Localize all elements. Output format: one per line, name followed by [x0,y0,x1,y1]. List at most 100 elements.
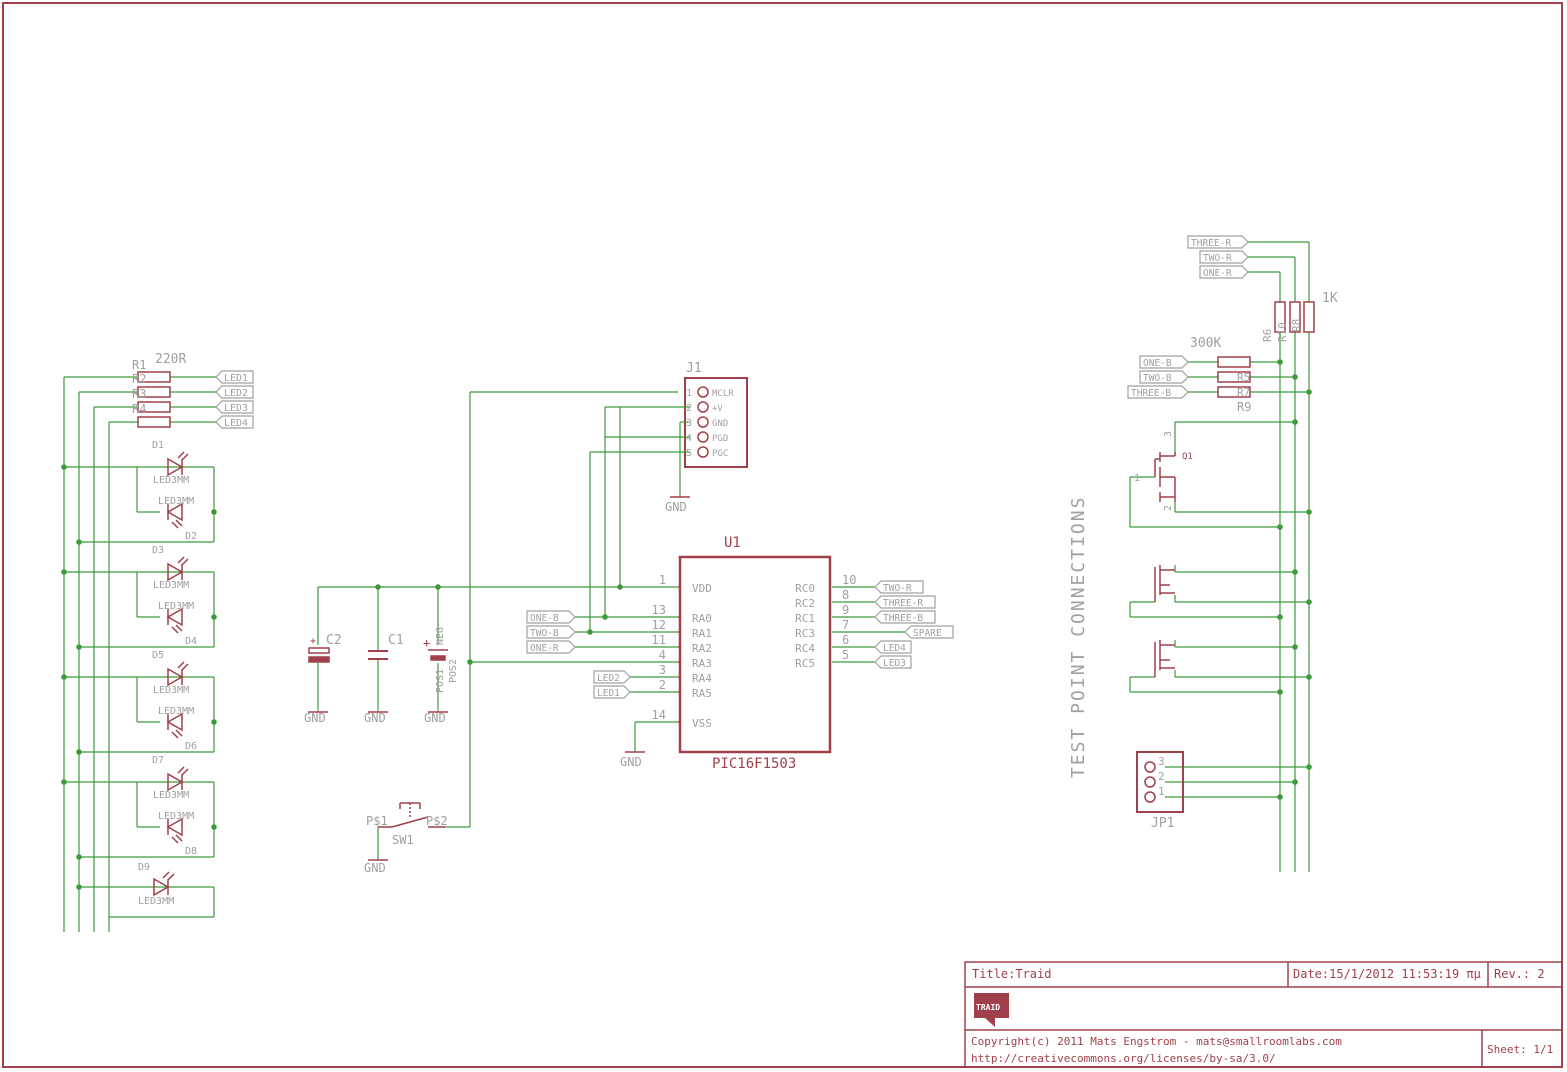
mcu-gnd: GND [620,755,642,769]
rev-text: Rev.: 2 [1494,967,1545,981]
led-top-package: LED3MM [153,790,189,801]
mcu-right-pin-name: RC0 [795,582,815,595]
net-label-three-r-test: THREE-R [1187,235,1249,249]
mcu-left-pin-name: RA3 [692,657,712,670]
capacitor-c1 [368,650,388,660]
net-label-led1-text: LED1 [597,688,620,699]
led-top-package: LED3MM [153,685,189,696]
mcu-right-pin-name: RC3 [795,627,815,640]
q1-pin-3: 3 [1163,431,1174,437]
battery-pos2-label: POS2 [448,659,459,683]
net-label-led3: LED3 [224,403,248,414]
j1-pin-number: 3 [686,418,692,429]
mcu-left-pin-name: RA5 [692,687,712,700]
battery-plus: + [423,636,430,650]
led-bottom-name: D2 [185,531,197,542]
mcu-part: PIC16F1503 [712,756,796,772]
led-d9: D9 LED3MM [76,862,215,918]
date-text: Date:15/1/2012 11:53:19 πμ [1293,967,1481,981]
gnd-switch: GND [364,861,386,875]
transistor-q1 [1154,452,1176,502]
mcu-left-pin-name: RA4 [692,672,712,685]
net-label-three-b: THREE-B [874,610,936,624]
power-section: + C2 C1 + NEG POS1 POS2 GND GND GND GND [304,391,678,875]
led-resistors [137,371,171,428]
resistor-r2-name: R2 [132,372,146,386]
net-label-three-r-text: THREE-R [883,598,923,609]
led-top-name: D3 [152,545,164,556]
test-heading: TEST POINT CONNECTIONS [1068,496,1089,778]
sheet-text: Sheet: 1/1 [1487,1043,1553,1056]
net-label-one-b-text: ONE-B [530,613,559,624]
net-label-led2: LED2 [224,388,248,399]
mcu-right-pin-number: 6 [842,633,849,647]
net-label-one-r-text: ONE-R [530,643,559,654]
net-label-spare: SPARE [904,625,954,639]
j1-pin-label: PGD [712,434,728,444]
gnd-c1: GND [364,711,386,725]
j1-pin-label: PGC [712,449,728,459]
net-label-led1: LED1 [224,373,248,384]
switch-pin1: P$1 [366,814,388,828]
j1-name: J1 [686,361,702,376]
led-bottom-name: D8 [185,846,197,857]
q1-name: Q1 [1182,452,1193,462]
capacitor-c2 [308,647,330,663]
led-d9-package: LED3MM [138,896,174,907]
net-label-led3-text: LED3 [883,658,906,669]
j1-pin-label: +V [712,404,723,414]
net-label-led2-text: LED2 [597,673,620,684]
license-text: http://creativecommons.org/licenses/by-s… [971,1052,1276,1065]
net-label-three-b-test: THREE-B [1127,385,1189,399]
led-bottom-package: LED3MM [158,811,194,822]
mcu-right-pin-name: RC5 [795,657,815,670]
mcu-left-pin-name: VDD [692,582,712,595]
led-resistor-value: 220R [155,352,186,367]
battery [428,649,448,661]
resistor-r4-name: R4 [132,402,146,416]
led-bottom-package: LED3MM [158,601,194,612]
mcu-left-pin-name: RA0 [692,612,712,625]
r-mid-name-2: R9 [1237,400,1251,414]
net-label-one-r-test-text: ONE-R [1203,268,1232,279]
led-bottom-package: LED3MM [158,496,194,507]
q1-pin-2: 2 [1163,505,1174,511]
j1-gnd: GND [665,500,687,514]
net-label-two-r-test-text: TWO-R [1203,253,1232,264]
net-label-three-b-text: THREE-B [883,613,923,624]
net-label-one-b-test-text: ONE-B [1143,358,1172,369]
j1-pin-number: 4 [686,433,692,444]
battery-pos1-label: POS1 [435,669,446,693]
led-top-name: D7 [152,755,164,766]
led-d9-name: D9 [138,862,150,873]
net-label-two-b: TWO-B [526,625,576,639]
switch-pin2: P$2 [426,814,448,828]
r-top-name-2: R8 [1290,319,1303,332]
r-mid-name-0: R5 [1237,371,1250,384]
net-label-led4: LED4 [224,418,248,429]
mcu-u1: U1 PIC16F1503 1VDD13RA012RA111RA24RA33RA… [526,535,954,772]
resistor-r3-name: R3 [132,387,146,401]
net-label-one-r: ONE-R [526,640,576,654]
mcu-left-pin-number: 2 [659,678,666,692]
r-top-value: 1K [1322,291,1338,306]
j1-pin-number: 1 [686,388,692,399]
mcu-name: U1 [724,535,741,551]
net-label-two-b-test-text: TWO-B [1143,373,1172,384]
resistor-r1-name: R1 [132,358,146,372]
header-jp1 [1136,751,1184,813]
logo-icon: TRAID [974,993,1009,1027]
j1-pin-label: MCLR [712,389,734,399]
jp1-pin-1: 1 [1158,785,1165,798]
mcu-left-pin-number: 12 [652,618,666,632]
battery-neg-label: NEG [435,627,446,645]
mcu-right-pin-name: RC1 [795,612,815,625]
led-top-package: LED3MM [153,475,189,486]
net-label-one-b-test: ONE-B [1139,355,1189,369]
